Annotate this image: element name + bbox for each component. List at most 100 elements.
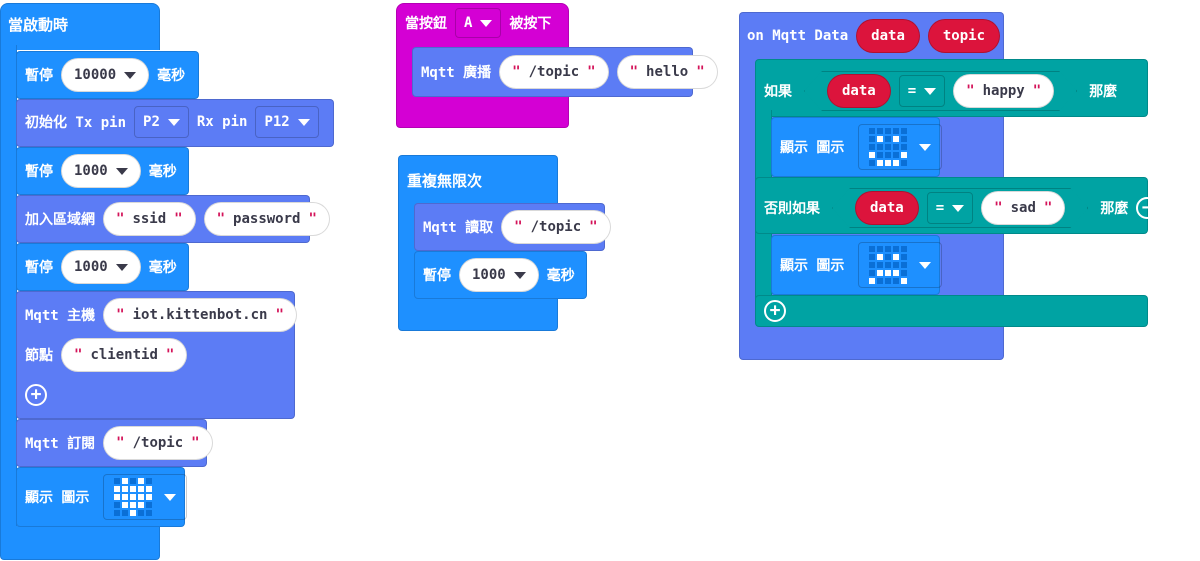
led-cell bbox=[885, 254, 892, 260]
led-cell bbox=[893, 254, 900, 260]
led-cell bbox=[885, 136, 892, 142]
pause-label: 暫停 bbox=[423, 268, 451, 284]
wifi-label: 加入區域網 bbox=[25, 212, 95, 228]
led-cell bbox=[869, 262, 876, 268]
compare-condition[interactable]: data = "happy" bbox=[804, 71, 1077, 111]
operator-dropdown[interactable]: = bbox=[927, 192, 973, 224]
led-cell bbox=[901, 152, 908, 158]
icon-dropdown[interactable] bbox=[858, 124, 943, 170]
plus-circle-icon[interactable]: + bbox=[25, 384, 47, 406]
led-cell bbox=[869, 128, 876, 134]
publish-message-input[interactable]: "hello" bbox=[616, 55, 718, 89]
led-cell bbox=[869, 152, 876, 158]
pause-value: 1000 bbox=[472, 267, 506, 283]
data-variable[interactable]: data bbox=[827, 74, 891, 108]
led-cell bbox=[893, 262, 900, 268]
show-icon-label: 顯示 圖示 bbox=[25, 490, 90, 506]
operator-dropdown[interactable]: = bbox=[899, 75, 945, 107]
ssid-input[interactable]: "ssid" bbox=[103, 202, 196, 236]
led-cell bbox=[885, 270, 892, 276]
led-cell bbox=[885, 160, 892, 166]
led-cell bbox=[869, 246, 876, 252]
led-cell bbox=[114, 478, 121, 484]
tx-value: P2 bbox=[143, 114, 160, 130]
led-cell bbox=[893, 278, 900, 284]
chevron-down-icon bbox=[297, 118, 310, 126]
led-cell bbox=[885, 246, 892, 252]
topic-variable[interactable]: topic bbox=[927, 19, 1001, 53]
show-icon-block[interactable] bbox=[16, 467, 185, 527]
show-icon-block[interactable] bbox=[771, 117, 940, 177]
led-cell bbox=[146, 494, 153, 500]
subscribe-topic-input[interactable]: "/topic" bbox=[103, 426, 213, 460]
topic-value: /topic bbox=[132, 435, 184, 451]
pause-label: 暫停 bbox=[25, 164, 53, 180]
compare-condition[interactable]: data = "sad" bbox=[832, 188, 1088, 228]
led-cell bbox=[893, 270, 900, 276]
compare-value-input[interactable]: "happy" bbox=[953, 74, 1054, 108]
led-cell bbox=[893, 160, 900, 166]
led-cell bbox=[901, 262, 908, 268]
led-cell bbox=[901, 144, 908, 150]
password-input[interactable]: "password" bbox=[203, 202, 330, 236]
tx-pin-dropdown[interactable]: P2 bbox=[134, 106, 189, 138]
topic-value: /topic bbox=[528, 64, 580, 80]
on-start-block[interactable] bbox=[0, 3, 160, 50]
read-label: Mqtt 讀取 bbox=[423, 220, 494, 236]
publish-topic-input[interactable]: "/topic" bbox=[499, 55, 609, 89]
sad-face-icon bbox=[869, 246, 908, 284]
led-cell bbox=[122, 486, 129, 492]
led-cell bbox=[146, 478, 153, 484]
host-value: iot.kittenbot.cn bbox=[132, 307, 268, 323]
button-label-pre: 當按鈕 bbox=[405, 16, 447, 32]
icon-dropdown[interactable] bbox=[103, 474, 188, 520]
led-cell bbox=[893, 128, 900, 134]
compare-value-input[interactable]: "sad" bbox=[981, 191, 1065, 225]
client-id-input[interactable]: "clientid" bbox=[61, 338, 188, 372]
on-start-title: 當啟動時 bbox=[8, 16, 69, 34]
pause-duration-dropdown[interactable]: 1000 bbox=[61, 250, 141, 284]
minus-circle-icon[interactable]: − bbox=[1136, 197, 1159, 219]
host-input[interactable]: "iot.kittenbot.cn" bbox=[103, 298, 297, 332]
led-cell bbox=[901, 128, 908, 134]
led-cell bbox=[877, 144, 884, 150]
led-cell bbox=[877, 262, 884, 268]
pause-duration-dropdown[interactable]: 1000 bbox=[459, 258, 539, 292]
pause-label: 暫停 bbox=[25, 260, 53, 276]
pause-value: 1000 bbox=[74, 163, 108, 179]
led-cell bbox=[122, 494, 129, 500]
rx-pin-dropdown[interactable]: P12 bbox=[255, 106, 319, 138]
led-cell bbox=[138, 510, 145, 516]
if-bottom bbox=[755, 295, 1148, 327]
read-topic-input[interactable]: "/topic" bbox=[501, 210, 611, 244]
led-cell bbox=[138, 502, 145, 508]
led-cell bbox=[877, 136, 884, 142]
led-cell bbox=[877, 128, 884, 134]
then-label: 那麼 bbox=[1089, 84, 1118, 100]
icon-dropdown[interactable] bbox=[858, 242, 943, 288]
button-label-post: 被按下 bbox=[509, 16, 552, 32]
pause-duration-dropdown[interactable]: 1000 bbox=[61, 154, 141, 188]
pause-value: 1000 bbox=[74, 259, 108, 275]
init-label: 初始化 Tx pin bbox=[25, 115, 127, 131]
led-cell bbox=[893, 246, 900, 252]
led-cell bbox=[146, 502, 153, 508]
data-variable[interactable]: data bbox=[856, 19, 920, 53]
chevron-down-icon bbox=[919, 261, 932, 269]
data-variable[interactable]: data bbox=[855, 191, 919, 225]
publish-label: Mqtt 廣播 bbox=[421, 65, 492, 81]
led-cell bbox=[893, 144, 900, 150]
led-cell bbox=[877, 152, 884, 158]
led-cell bbox=[885, 278, 892, 284]
pause-duration-dropdown[interactable]: 10000 bbox=[61, 58, 150, 92]
show-icon-block[interactable] bbox=[771, 235, 940, 295]
plus-circle-icon[interactable]: + bbox=[764, 300, 786, 322]
button-dropdown[interactable]: A bbox=[455, 8, 502, 38]
led-cell bbox=[885, 128, 892, 134]
led-cell bbox=[130, 502, 137, 508]
led-cell bbox=[885, 152, 892, 158]
chevron-down-icon bbox=[115, 263, 128, 271]
led-cell bbox=[901, 254, 908, 260]
pause-label: 暫停 bbox=[25, 68, 53, 84]
led-cell bbox=[901, 270, 908, 276]
